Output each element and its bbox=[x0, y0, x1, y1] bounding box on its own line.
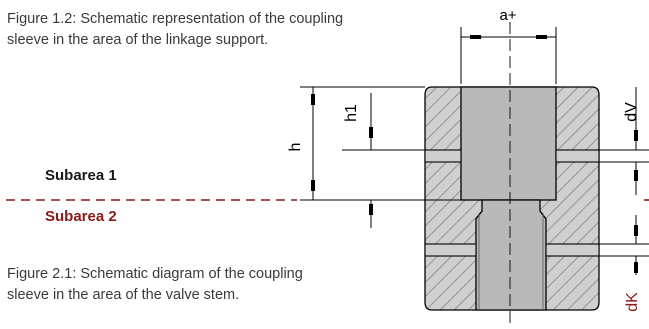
dim-a-tick-left bbox=[470, 35, 481, 39]
dim-right-mid-tick bbox=[634, 170, 638, 181]
dim-right-low-tick bbox=[634, 225, 638, 236]
dim-h1-tick-lower bbox=[369, 204, 373, 215]
caption-figure-2-1: Figure 2.1: Schematic diagram of the cou… bbox=[7, 266, 303, 303]
caption-figure-1-2: Figure 1.2: Schematic representation of … bbox=[7, 11, 344, 48]
dim-a-tick-right bbox=[536, 35, 547, 39]
dim-h1-tick bbox=[369, 127, 373, 138]
upper-bore bbox=[460, 86, 557, 201]
lower-bore bbox=[475, 199, 547, 311]
cross-hole-upper-right bbox=[555, 149, 600, 163]
cross-hole-lower-left bbox=[424, 243, 477, 257]
dim-h-tick-top bbox=[311, 94, 315, 105]
dim-dv-tick bbox=[634, 130, 638, 141]
dim-h-tick-bottom bbox=[311, 180, 315, 191]
dim-dk-label: dK bbox=[624, 292, 641, 312]
dim-dv-label: dV bbox=[623, 102, 640, 122]
cross-hole-upper-left bbox=[424, 149, 462, 163]
dim-h1-label: h1 bbox=[343, 104, 360, 122]
dim-a-label: a+ bbox=[499, 7, 516, 24]
dim-dk-tick bbox=[634, 262, 638, 273]
cross-hole-lower-right bbox=[545, 243, 600, 257]
dim-h-label: h bbox=[287, 143, 304, 152]
subarea-2-label: Subarea 2 bbox=[45, 208, 117, 225]
subarea-1-label: Subarea 1 bbox=[45, 167, 117, 184]
